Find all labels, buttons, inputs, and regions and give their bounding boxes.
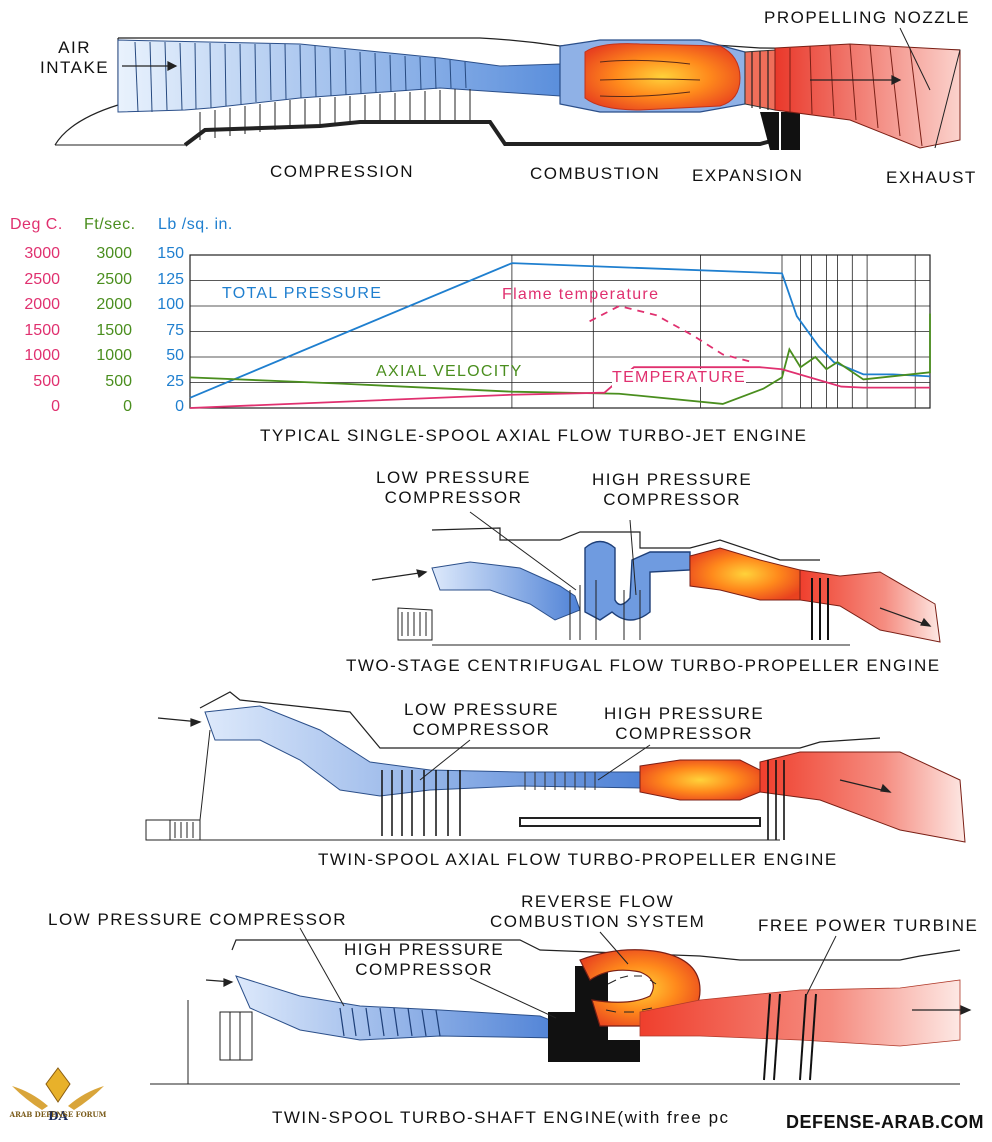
pressure-tick: 0 [175,398,184,415]
temperature-tick: 2500 [24,270,60,288]
velocity-axis-title: Ft/sec. [84,216,136,233]
series-line-total-pressure [189,262,931,399]
twin-spool-turboprop-drawing [145,691,966,843]
pressure-tick: 100 [157,296,184,313]
series-line-axial-velocity [189,313,931,405]
temperature-tick: 2000 [24,296,60,313]
pressure-tick: 50 [166,347,184,364]
temperature-tick: 500 [33,372,60,390]
turboshaft-drawing [150,927,972,1085]
site-watermark: DEFENSE-ARAB.COM [785,1112,984,1132]
series-line-flame-temperature [589,305,753,363]
centrifugal-turboprop-drawing [371,511,941,646]
pressure-tick: 25 [166,372,184,390]
engine4-caption: TWIN-SPOOL TURBO-SHAFT ENGINE(with free … [272,1108,730,1127]
velocity-tick: 2000 [96,296,132,313]
performance-chart [189,254,931,409]
engine4-lp-compressor-label: LOW PRESSURE COMPRESSOR [48,910,347,929]
forum-logo-icon: DA [12,1067,104,1123]
air-intake-label: AIR INTAKE [40,38,110,77]
expansion-label: EXPANSION [692,166,804,185]
engine2-lp-compressor-label: LOW PRESSURE COMPRESSOR [376,468,531,507]
temperature-tick: 1000 [24,347,60,364]
velocity-tick: 0 [123,398,132,415]
series-label: Flame temperature [502,286,660,303]
propelling-nozzle-label: PROPELLING NOZZLE [764,8,970,27]
engine2-caption: TWO-STAGE CENTRIFUGAL FLOW TURBO-PROPELL… [346,656,941,675]
series-label: TOTAL PRESSURE [222,285,383,302]
temperature-tick: 0 [51,398,60,415]
pressure-tick: 125 [157,270,184,288]
svg-text:DA: DA [48,1109,68,1123]
forum-logo-text: ARAB DEFENSE FORUM [9,1110,107,1119]
pressure-tick: 75 [166,321,184,339]
engine4-free-power-turbine-label: FREE POWER TURBINE [758,916,979,935]
temperature-axis-title: Deg C. [10,216,63,233]
compression-label: COMPRESSION [270,162,415,181]
velocity-tick: 2500 [96,270,132,288]
exhaust-label: EXHAUST [886,168,977,187]
velocity-tick: 1000 [96,347,132,364]
pressure-axis-title: Lb /sq. in. [158,216,233,233]
temperature-tick: 3000 [24,245,60,262]
engine3-caption: TWIN-SPOOL AXIAL FLOW TURBO-PROPELLER EN… [318,850,838,869]
engine2-hp-compressor-label: HIGH PRESSURE COMPRESSOR [592,470,753,509]
pressure-tick: 150 [157,245,184,262]
velocity-tick: 500 [105,372,132,390]
velocity-tick: 1500 [96,321,132,339]
series-label: TEMPERATURE [612,369,747,387]
series-line-temperature [189,366,930,409]
velocity-tick: 3000 [96,245,132,262]
chart-title: TYPICAL SINGLE-SPOOL AXIAL FLOW TURBO-JE… [260,426,808,445]
series-label: AXIAL VELOCITY [376,363,523,380]
engine3-lp-compressor-label: LOW PRESSURE COMPRESSOR [404,700,559,739]
turbojet-engine-drawing [54,27,961,150]
temperature-tick: 1500 [24,321,60,339]
engine4-reverse-flow-label: REVERSE FLOW COMBUSTION SYSTEM [490,892,706,931]
engine3-hp-compressor-label: HIGH PRESSURE COMPRESSOR [604,704,765,743]
combustion-label: COMBUSTION [530,164,661,183]
engine4-hp-compressor-label: HIGH PRESSURE COMPRESSOR [344,940,505,979]
